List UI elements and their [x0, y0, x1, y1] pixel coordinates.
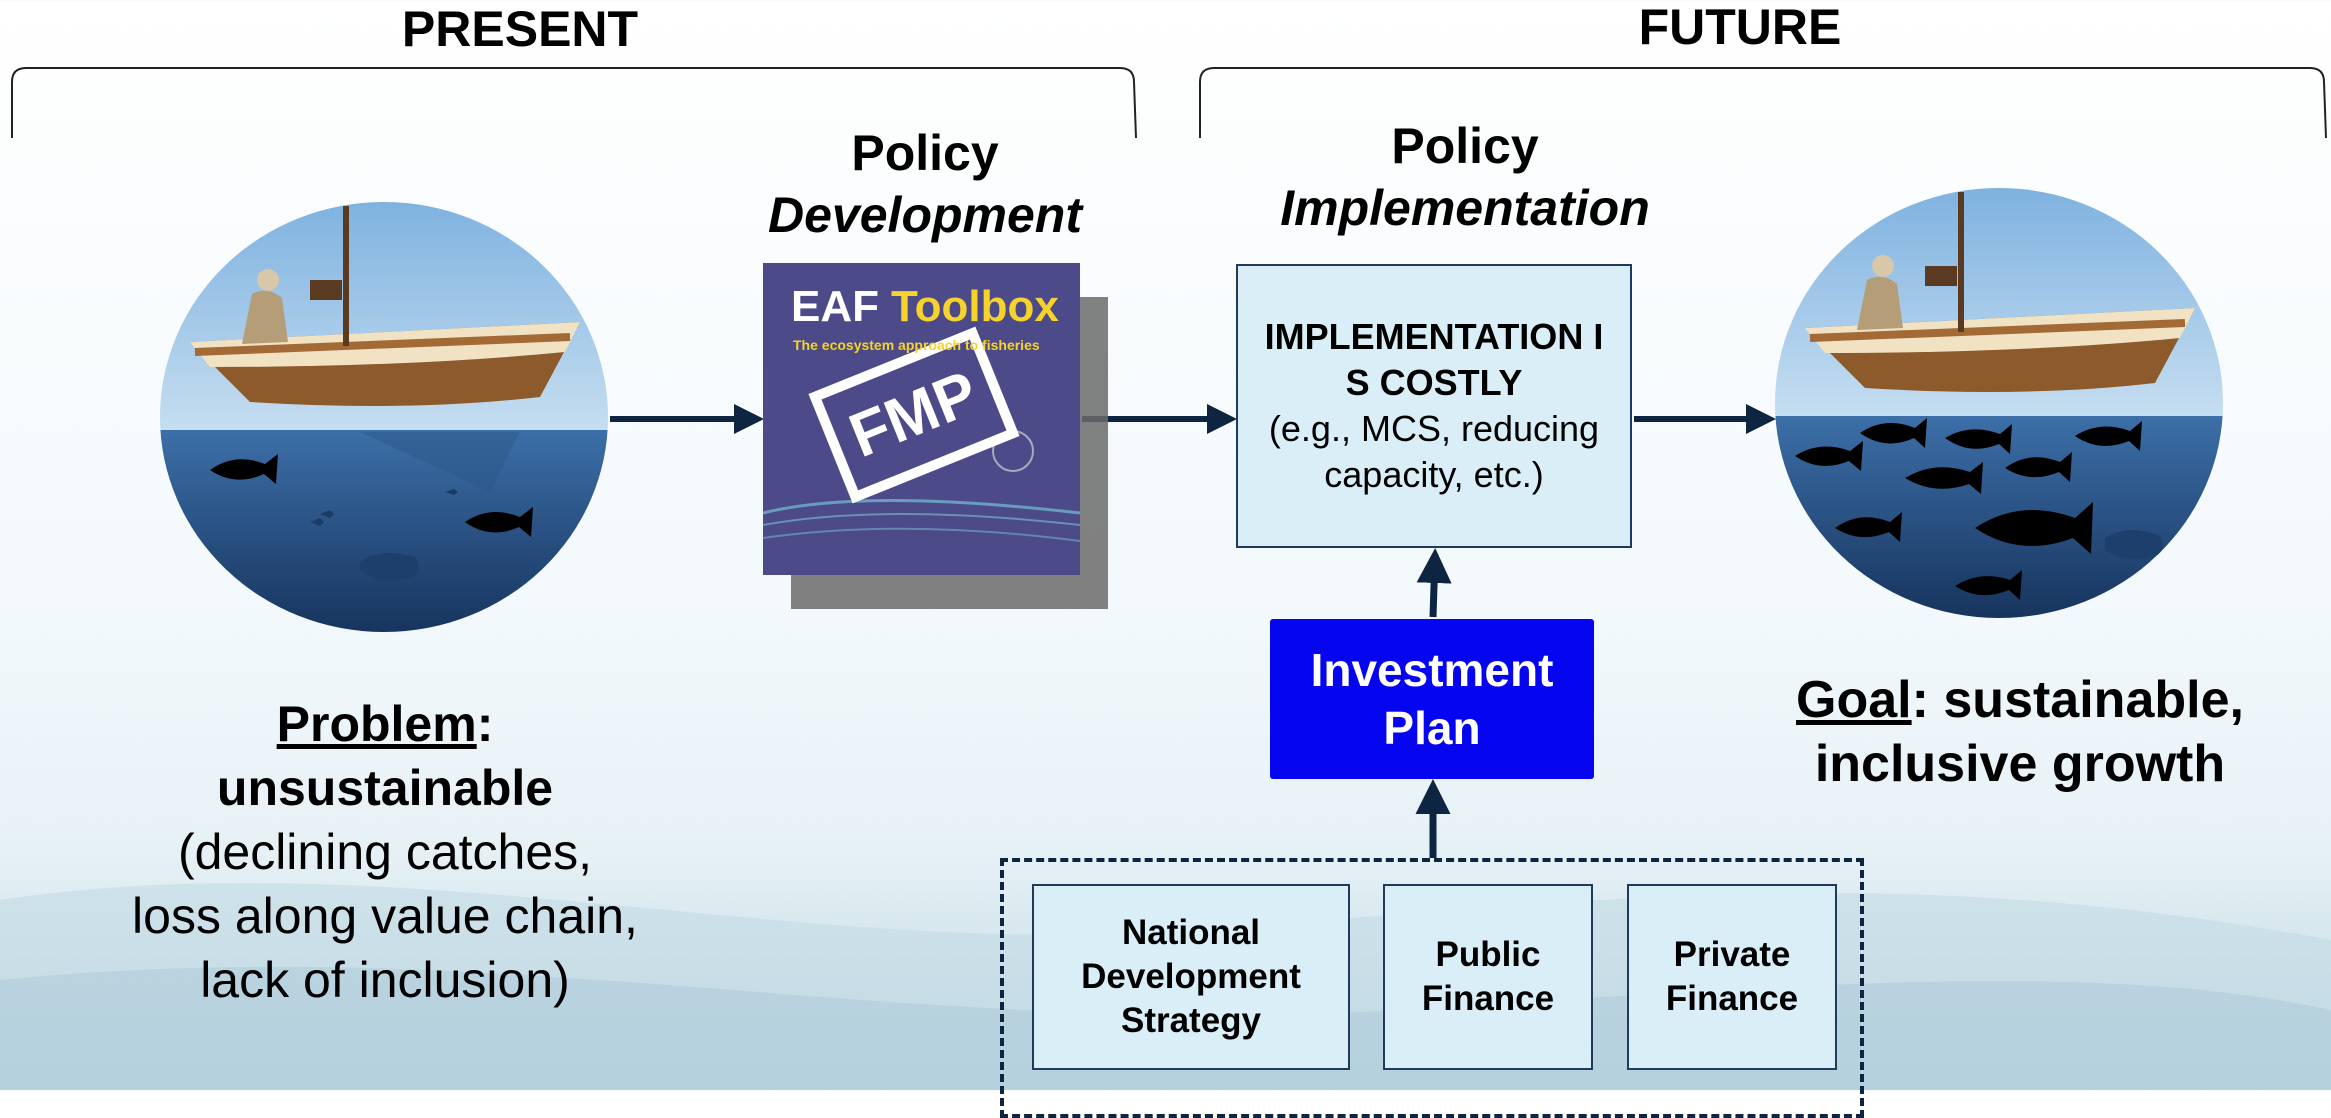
eaf-toolbox-book: EAF Toolbox The ecosystem approach to fi… — [762, 263, 1108, 609]
policy-development-label: Policy Development — [740, 122, 1110, 246]
goal-statement: Goal: sustainable, inclusive growth — [1740, 668, 2300, 796]
source-public-line2: Finance — [1421, 979, 1555, 1018]
goal-label: Goal — [1796, 671, 1912, 729]
problem-statement: Problem: unsustainable (declining catche… — [130, 692, 640, 1012]
implementation-costly-box: IMPLEMENTATION IS COSTLY (e.g., MCS, red… — [1236, 264, 1632, 548]
problem-label: Problem — [276, 696, 477, 752]
future-bracket — [1199, 67, 2327, 139]
present-fishing-image — [160, 202, 608, 632]
source-national-line2: Development — [1081, 957, 1301, 996]
book-subtitle: The ecosystem approach to fisheries — [793, 337, 1040, 353]
investment-plan-line1: Investment — [1310, 644, 1554, 696]
implementation-costly-detail: (e.g., MCS, reducing capacity, etc.) — [1268, 408, 1600, 495]
source-national-line1: National — [1121, 913, 1261, 952]
policy-implementation-label: Policy Implementation — [1250, 115, 1680, 239]
policy-development-line1: Policy — [851, 125, 999, 181]
policy-development-line2: Development — [768, 187, 1082, 243]
source-private-line2: Finance — [1665, 979, 1799, 1018]
investment-plan-line2: Plan — [1383, 702, 1481, 754]
source-private-finance: Private Finance — [1627, 884, 1837, 1070]
book-title-toolbox: Toolbox — [891, 282, 1059, 331]
problem-colon: : — [476, 696, 494, 752]
problem-bold: unsustainable — [216, 760, 554, 816]
goal-rest: : sustainable, inclusive growth — [1814, 671, 2244, 793]
investment-plan-box: Investment Plan — [1270, 619, 1594, 779]
arrow-investment-to-implementation — [1416, 548, 1452, 618]
book-title-eaf: EAF — [791, 282, 879, 331]
future-header: FUTURE — [1638, 0, 1842, 55]
policy-implementation-line1: Policy — [1391, 118, 1539, 174]
source-public-finance: Public Finance — [1383, 884, 1593, 1070]
source-national-development-strategy: National Development Strategy — [1032, 884, 1350, 1070]
policy-implementation-line2: Implementation — [1280, 180, 1650, 236]
source-public-line1: Public — [1435, 935, 1541, 974]
present-header: PRESENT — [401, 1, 639, 57]
source-national-line3: Strategy — [1120, 1001, 1262, 1040]
present-bracket — [11, 67, 1137, 139]
source-private-line1: Private — [1673, 935, 1791, 974]
implementation-costly-title: IMPLEMENTATION IS COSTLY — [1264, 316, 1604, 403]
problem-detail: (declining catches, loss along value cha… — [132, 824, 638, 1008]
